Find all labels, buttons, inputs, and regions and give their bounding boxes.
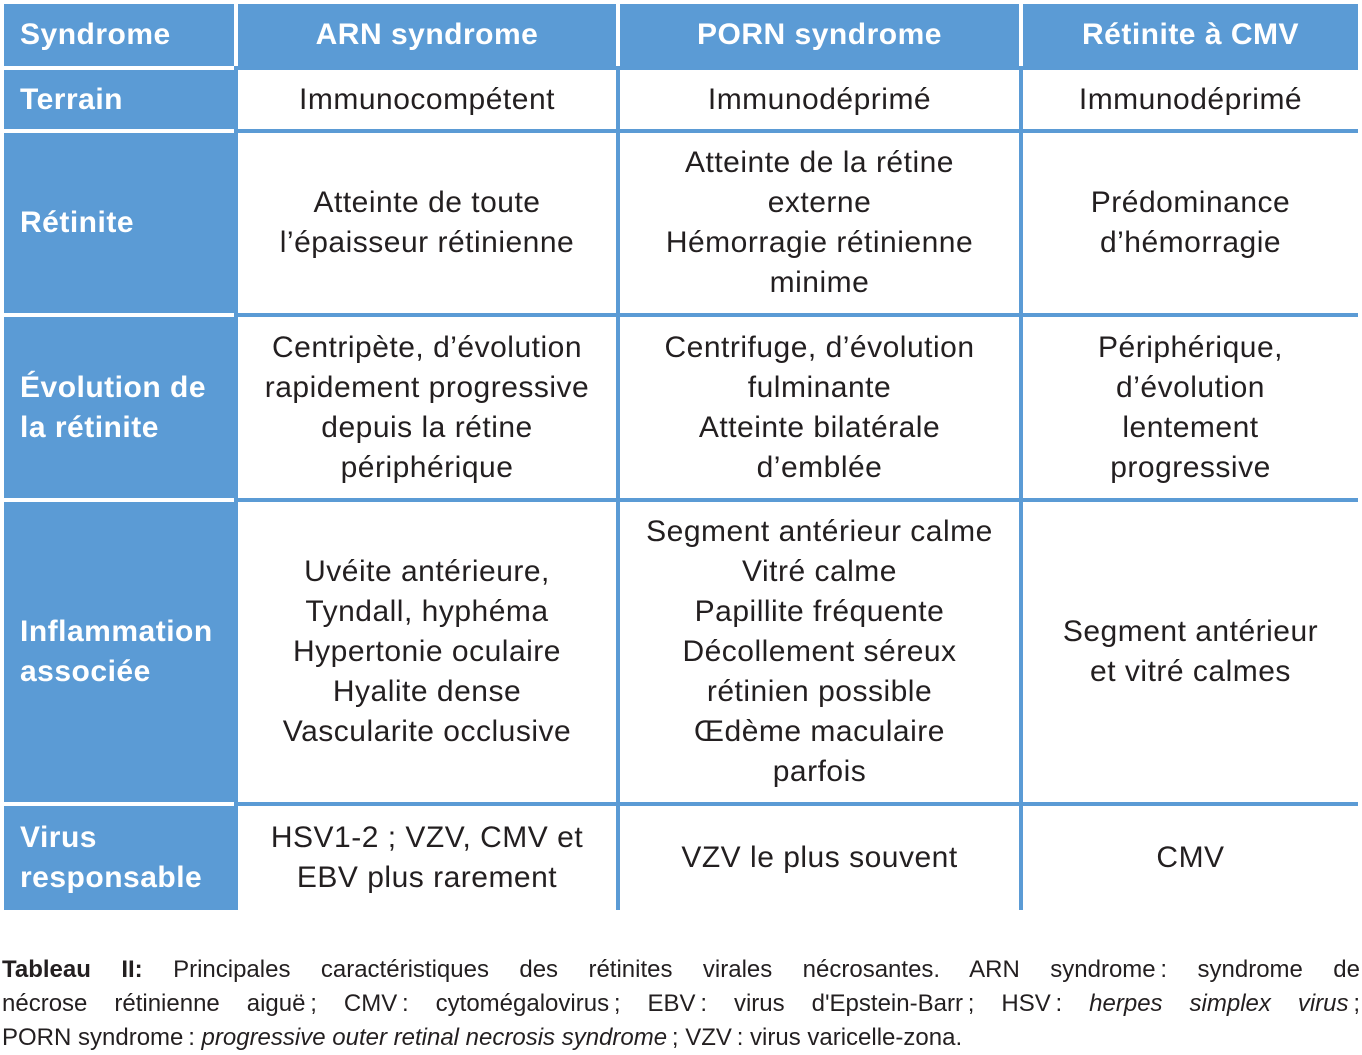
cell-line: depuis la rétine [321, 410, 533, 444]
header-divider [616, 4, 620, 66]
cell-retinite-cmv: Prédominance d’hémorragie [1023, 133, 1358, 313]
cell-line: d’évolution [1116, 370, 1265, 404]
cell-evolution-porn: Centrifuge, d’évolution fulminante Attei… [620, 317, 1019, 498]
cell-line: CMV [1156, 841, 1225, 874]
caption-text: ; [1348, 990, 1361, 1017]
cell-line: Papillite fréquente [694, 595, 945, 628]
cell-terrain-porn: Immunodéprimé [620, 70, 1019, 129]
label-divider [4, 129, 234, 133]
cell-line: Tyndall, hyphéma [305, 595, 549, 628]
cell-line: Uvéite antérieure, [304, 555, 550, 588]
cell-virus-arn: HSV1-2 ; VZV, CMV et EBV plus rarement [238, 806, 616, 910]
cell-evolution-cmv: Périphérique, d’évolution lentement prog… [1023, 317, 1358, 498]
header-syndrome: Syndrome [4, 4, 234, 66]
cell-line: Immunodéprimé [707, 82, 932, 116]
cell-line: l’épaisseur rétinienne [279, 226, 575, 259]
caption-line: Tableau II: Principales caractéristiques… [2, 953, 1360, 987]
cell-line: Atteinte de la rétine [684, 146, 954, 179]
caption-italic-text: herpes simplex virus [1089, 990, 1349, 1017]
cell-line: Immunodéprimé [1078, 82, 1303, 116]
cell-inflammation-arn: Uvéite antérieure, Tyndall, hyphéma Hype… [238, 502, 616, 802]
caption-line: PORN syndrome : progressive outer retina… [2, 1021, 1360, 1055]
cell-line: Segment antérieur calme [646, 515, 993, 548]
header-cmv-retinitis: Rétinite à CMV [1023, 4, 1358, 66]
cell-line: rétinien possible [706, 675, 933, 708]
caption-label: Tableau II: [2, 956, 143, 983]
table-caption: Tableau II: Principales caractéristiques… [2, 953, 1360, 1055]
cell-line: Hémorragie rétinienne [665, 226, 974, 259]
header-porn-syndrome: PORN syndrome [620, 4, 1019, 66]
cell-line: périphérique [340, 450, 514, 484]
cell-line: rapidement progressive [264, 370, 590, 404]
cell-line: d’hémorragie [1099, 226, 1282, 259]
row-label-inflammation: Inflammation associée [4, 502, 234, 802]
cell-retinite-porn: Atteinte de la rétine externe Hémorragie… [620, 133, 1019, 313]
cell-line: Segment antérieur [1062, 615, 1319, 648]
header-arn-syndrome: ARN syndrome [238, 4, 616, 66]
cell-line: Immunocompétent [299, 82, 555, 116]
caption-text: ; VZV : virus varicelle-zona. [667, 1024, 963, 1051]
row-label-evolution: Évolution de la rétinite [4, 317, 234, 498]
cell-line: d’emblée [756, 450, 883, 484]
cell-evolution-arn: Centripète, d’évolution rapidement progr… [238, 317, 616, 498]
caption-italic-text: progressive outer retinal necrosis syndr… [201, 1024, 668, 1051]
cell-line: HSV1-2 ; VZV, CMV et [270, 821, 584, 854]
caption-line: nécrose rétinienne aiguë ; CMV : cytomég… [2, 987, 1360, 1021]
cell-line: Atteinte de toute [313, 186, 541, 219]
cell-line: Centrifuge, d’évolution [664, 330, 975, 364]
cell-line: Atteinte bilatérale [698, 410, 941, 444]
row-label-retinite: Rétinite [4, 133, 234, 313]
cell-inflammation-porn: Segment antérieur calme Vitré calme Papi… [620, 502, 1019, 802]
comparison-table: Syndrome ARN syndrome PORN syndrome Réti… [4, 4, 1358, 910]
cell-line: Vascularite occlusive [282, 715, 572, 748]
cell-line: Périphérique, [1098, 330, 1283, 364]
cell-line: fulminante [747, 370, 892, 404]
label-divider [4, 498, 234, 502]
cell-line: externe [767, 186, 872, 219]
caption-text: nécrose rétinienne aiguë ; CMV : cytomég… [2, 990, 1090, 1017]
row-label-virus: Virus responsable [4, 806, 234, 910]
cell-inflammation-cmv: Segment antérieur et vitré calmes [1023, 502, 1358, 802]
cell-line: et vitré calmes [1090, 655, 1291, 688]
cell-line: Hyalite dense [332, 675, 522, 708]
cell-line: Décollement séreux [682, 635, 957, 668]
cell-line: Œdème maculaire [694, 715, 945, 748]
cell-line: parfois [772, 755, 867, 788]
cell-line: VZV le plus souvent [681, 841, 958, 874]
cell-line: Vitré calme [741, 555, 897, 588]
caption-text: PORN syndrome : [2, 1024, 202, 1051]
label-divider [4, 66, 234, 70]
cell-virus-cmv: CMV [1023, 806, 1358, 910]
cell-line: Centripète, d’évolution [271, 330, 583, 364]
header-divider [1019, 4, 1023, 66]
cell-line: minime [769, 266, 870, 299]
cell-line: progressive [1110, 450, 1271, 484]
row-label-terrain: Terrain [4, 70, 234, 129]
cell-line: lentement [1122, 410, 1259, 444]
header-divider [234, 4, 238, 66]
label-divider [4, 313, 234, 317]
cell-virus-porn: VZV le plus souvent [620, 806, 1019, 910]
cell-line: Prédominance [1090, 186, 1291, 219]
cell-terrain-arn: Immunocompétent [238, 70, 616, 129]
label-divider [4, 802, 234, 806]
cell-terrain-cmv: Immunodéprimé [1023, 70, 1358, 129]
caption-text: Principales caractéristiques des rétinit… [142, 956, 1360, 983]
cell-line: EBV plus rarement [296, 861, 558, 894]
cell-line: Hypertonie oculaire [293, 635, 561, 668]
cell-retinite-arn: Atteinte de toute l’épaisseur rétinienne [238, 133, 616, 313]
